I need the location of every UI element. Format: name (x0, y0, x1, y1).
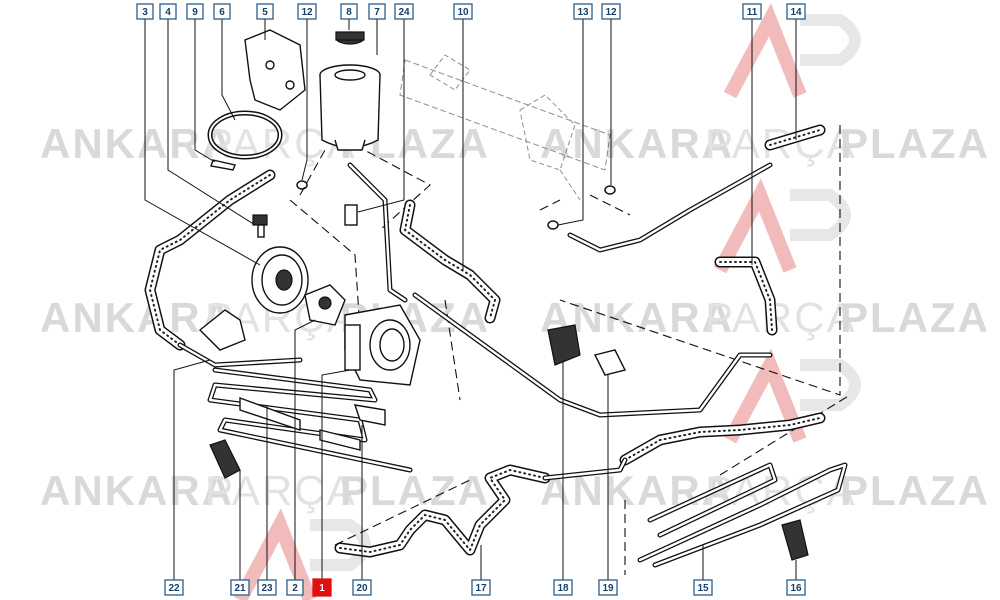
callout-13-text: 13 (577, 7, 589, 18)
reservoir-cap-8 (335, 31, 365, 45)
watermark-text-ankara-3: ANKARA (40, 294, 234, 341)
callout-9[interactable]: 9 (186, 3, 204, 20)
clip-19 (593, 349, 627, 376)
callout-7-text: 7 (374, 7, 380, 18)
mount-bracket-5 (244, 29, 306, 111)
callout-15-text: 15 (697, 583, 709, 594)
callout-24[interactable]: 24 (394, 3, 414, 20)
callout-4[interactable]: 4 (159, 3, 177, 20)
clip-9 (210, 159, 236, 171)
callout-22-text: 22 (168, 583, 180, 594)
callout-1-text: 1 (319, 583, 325, 594)
watermark-layer: ANKARA PARÇA PLAZA ANKARA PARÇA PLAZA AN… (40, 3, 990, 600)
hose-14 (764, 124, 826, 151)
bolt-4 (252, 214, 268, 238)
pipe-cooler-17 (542, 457, 628, 481)
callout-8[interactable]: 8 (340, 3, 358, 20)
callout-17-text: 17 (475, 583, 487, 594)
callout-12-left[interactable]: 12 (297, 3, 317, 20)
callout-20-text: 20 (356, 583, 368, 594)
o-ring-13 (547, 220, 559, 230)
callout-10[interactable]: 10 (453, 3, 473, 20)
hose-high-pressure-11 (714, 256, 778, 336)
callout-13[interactable]: 13 (573, 3, 593, 20)
callout-17[interactable]: 17 (471, 579, 491, 596)
callout-14[interactable]: 14 (786, 3, 806, 20)
callout-10-text: 10 (457, 7, 469, 18)
callout-7[interactable]: 7 (368, 3, 386, 20)
oil-cooler-23 (207, 367, 413, 473)
callout-5[interactable]: 5 (256, 3, 274, 20)
pump-hub-2 (304, 284, 346, 326)
watermark-logo-1 (723, 3, 861, 99)
reservoir-clamp-6 (207, 110, 283, 160)
callout-19-text: 19 (602, 583, 614, 594)
callout-3-text: 3 (142, 7, 148, 18)
callout-23-text: 23 (261, 583, 273, 594)
pipe-cooler-22-23 (177, 342, 303, 368)
clip-20 (353, 404, 386, 426)
bracket-18 (547, 324, 581, 366)
callout-15[interactable]: 15 (693, 579, 713, 596)
watermark-text-plaza-4: PLAZA (840, 294, 990, 341)
hose-17 (334, 464, 551, 558)
callout-20[interactable]: 20 (352, 579, 372, 596)
callout-22[interactable]: 22 (164, 579, 184, 596)
callout-18[interactable]: 18 (553, 579, 573, 596)
pump-pulley-3 (251, 246, 309, 314)
fitting-24 (344, 204, 358, 226)
watermark-logo-4 (233, 508, 371, 600)
callout-1-highlighted[interactable]: 1 (312, 578, 332, 597)
callout-12-right[interactable]: 12 (601, 3, 621, 20)
oil-cooler-15 (637, 462, 848, 568)
watermark-text-plaza-2: PLAZA (840, 120, 990, 167)
callout-12-left-text: 12 (301, 7, 313, 18)
callout-6-text: 6 (219, 7, 225, 18)
hose-reservoir-10 (399, 199, 501, 324)
hose-cooler-feed (619, 412, 826, 466)
callout-16-text: 16 (790, 583, 802, 594)
pipe-reservoir-feed (347, 162, 408, 303)
watermark-text-plaza-5: PLAZA (340, 467, 490, 514)
callout-2-text: 2 (292, 583, 298, 594)
callout-8-text: 8 (346, 7, 352, 18)
callout-6[interactable]: 6 (213, 3, 231, 20)
steering-pump-1 (344, 304, 421, 386)
watermark-text-parca-4: PARÇA (705, 294, 857, 341)
pipe-main-return (412, 292, 773, 418)
callout-21[interactable]: 21 (230, 579, 250, 596)
watermark-text-ankara-1: ANKARA (40, 120, 234, 167)
watermark-text-plaza-6: PLAZA (840, 467, 990, 514)
callout-18-text: 18 (557, 583, 569, 594)
callout-14-text: 14 (790, 7, 802, 18)
callout-11-text: 11 (747, 7, 758, 18)
callout-5-text: 5 (262, 7, 268, 18)
callout-23[interactable]: 23 (257, 579, 277, 596)
watermark-text-ankara-5: ANKARA (40, 467, 234, 514)
leader-lines (144, 18, 797, 580)
watermark-text-ankara-2: ANKARA (540, 120, 734, 167)
callout-12-right-text: 12 (605, 7, 617, 18)
clip-16 (781, 519, 809, 561)
callout-21-text: 21 (234, 583, 246, 594)
bracket-22 (198, 309, 246, 351)
callout-9-text: 9 (192, 7, 198, 18)
watermark-logo-2 (713, 178, 851, 274)
callout-11[interactable]: 11 (742, 3, 762, 20)
callout-4-text: 4 (165, 7, 171, 18)
hose-return-left (144, 169, 276, 351)
callout-2[interactable]: 2 (286, 579, 304, 596)
pipe-rack-13 (567, 162, 773, 253)
fluid-reservoir-7 (319, 64, 381, 151)
callout-3[interactable]: 3 (136, 3, 154, 20)
callout-24-text: 24 (398, 7, 410, 18)
o-ring-12-left (296, 180, 308, 190)
steering-rack (399, 54, 611, 201)
o-ring-12-right (604, 185, 616, 195)
watermark-text-parca-6: PARÇA (705, 467, 857, 514)
callout-19[interactable]: 19 (598, 579, 618, 596)
callout-16[interactable]: 16 (786, 579, 806, 596)
